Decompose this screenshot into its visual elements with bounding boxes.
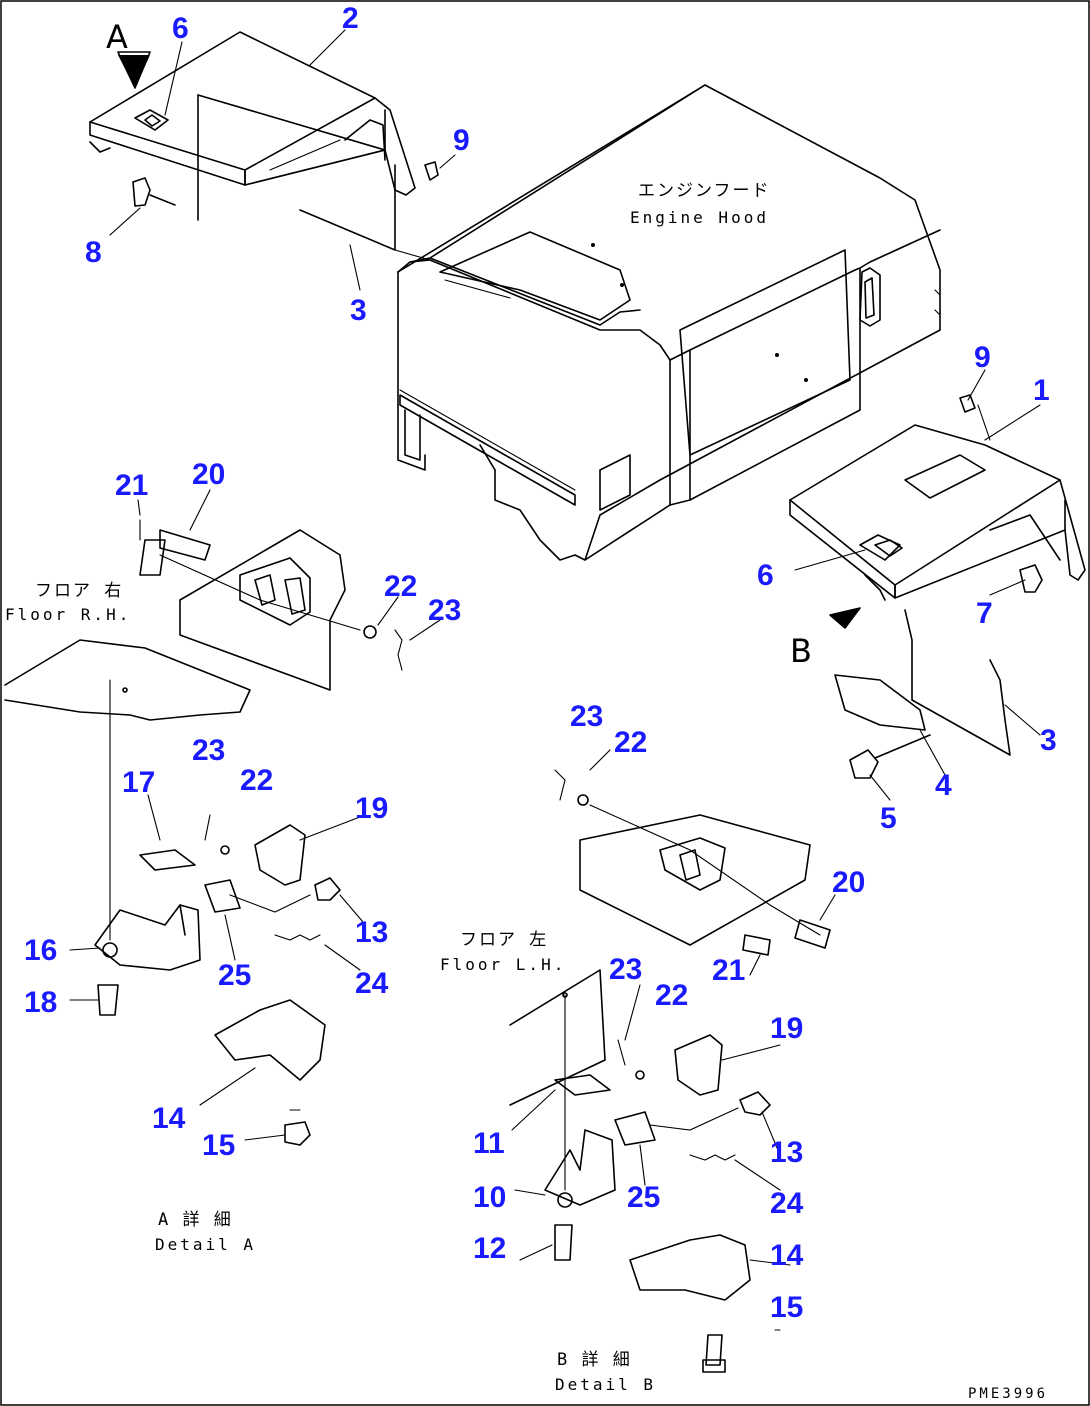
callout-10: 10 — [473, 1181, 506, 1214]
callout-13: 13 — [355, 916, 388, 949]
view-letter-a: A — [106, 18, 128, 56]
cover-left-drawing — [89, 31, 439, 261]
callout-9: 9 — [974, 341, 991, 374]
detail-a-label-jp: A 詳 細 — [158, 1210, 233, 1230]
detail-a-drawing: A 詳 細 Detail A — [94, 814, 341, 1254]
callout-17: 17 — [122, 766, 155, 799]
callout-25: 25 — [218, 959, 251, 992]
callout-24: 24 — [770, 1187, 804, 1220]
leader-lines — [69, 29, 1041, 1266]
callout-7: 7 — [976, 597, 993, 630]
floor-rh-label-en: Floor R.H. — [5, 605, 131, 624]
callout-3: 3 — [350, 294, 367, 327]
floor-rh-label-jp: フロア 右 — [35, 581, 123, 601]
callout-23: 23 — [609, 953, 642, 986]
callout-1: 1 — [1033, 374, 1050, 407]
callout-23: 23 — [570, 700, 603, 733]
floor-rh-bracket-drawing — [4, 519, 403, 941]
callout-6: 6 — [757, 559, 774, 592]
engine-hood-label-en: Engine Hood — [630, 208, 769, 227]
callout-24: 24 — [355, 967, 389, 1000]
cover-right-drawing — [789, 394, 1086, 779]
detail-a-label-en: Detail A — [155, 1235, 256, 1254]
callout-11: 11 — [473, 1127, 505, 1160]
callout-13: 13 — [770, 1136, 803, 1169]
callout-3: 3 — [1040, 724, 1057, 757]
callout-22: 22 — [240, 764, 273, 797]
callout-19: 19 — [770, 1012, 803, 1045]
callout-4: 4 — [935, 769, 952, 802]
callout-25: 25 — [627, 1181, 660, 1214]
callout-15: 15 — [202, 1129, 235, 1162]
callout-16: 16 — [24, 934, 57, 967]
callout-2: 2 — [342, 2, 359, 35]
callout-20: 20 — [832, 866, 865, 899]
view-letter-b: B — [790, 632, 812, 670]
part-callouts: 1 2 3 3 4 5 6 6 7 8 9 9 10 11 12 13 13 1… — [24, 2, 1057, 1324]
floor-lh-label-jp: フロア 左 — [460, 930, 548, 950]
detail-b-label-jp: B 詳 細 — [557, 1350, 632, 1370]
floor-lh-label-en: Floor L.H. — [440, 955, 566, 974]
callout-22: 22 — [614, 726, 647, 759]
callout-6: 6 — [172, 12, 189, 45]
callout-18: 18 — [24, 986, 57, 1019]
detail-b-drawing: B 詳 細 Detail B — [544, 1034, 781, 1394]
callout-14: 14 — [770, 1239, 804, 1272]
callout-23: 23 — [428, 594, 461, 627]
engine-hood-label-jp: エンジンフード — [638, 181, 771, 201]
callout-12: 12 — [473, 1232, 506, 1265]
drawing-code: PME3996 — [968, 1386, 1048, 1402]
callout-20: 20 — [192, 458, 225, 491]
callout-14: 14 — [152, 1102, 186, 1135]
callout-23: 23 — [192, 734, 225, 767]
callout-19: 19 — [355, 792, 388, 825]
callout-21: 21 — [115, 469, 148, 502]
callout-21: 21 — [712, 954, 745, 987]
detail-b-label-en: Detail B — [555, 1375, 656, 1394]
callout-9: 9 — [453, 124, 470, 157]
engine-hood-drawing: エンジンフード Engine Hood — [397, 84, 941, 561]
callout-22: 22 — [384, 570, 417, 603]
callout-8: 8 — [85, 236, 102, 269]
callout-22: 22 — [655, 979, 688, 1012]
callout-15: 15 — [770, 1291, 803, 1324]
callout-5: 5 — [880, 802, 897, 835]
